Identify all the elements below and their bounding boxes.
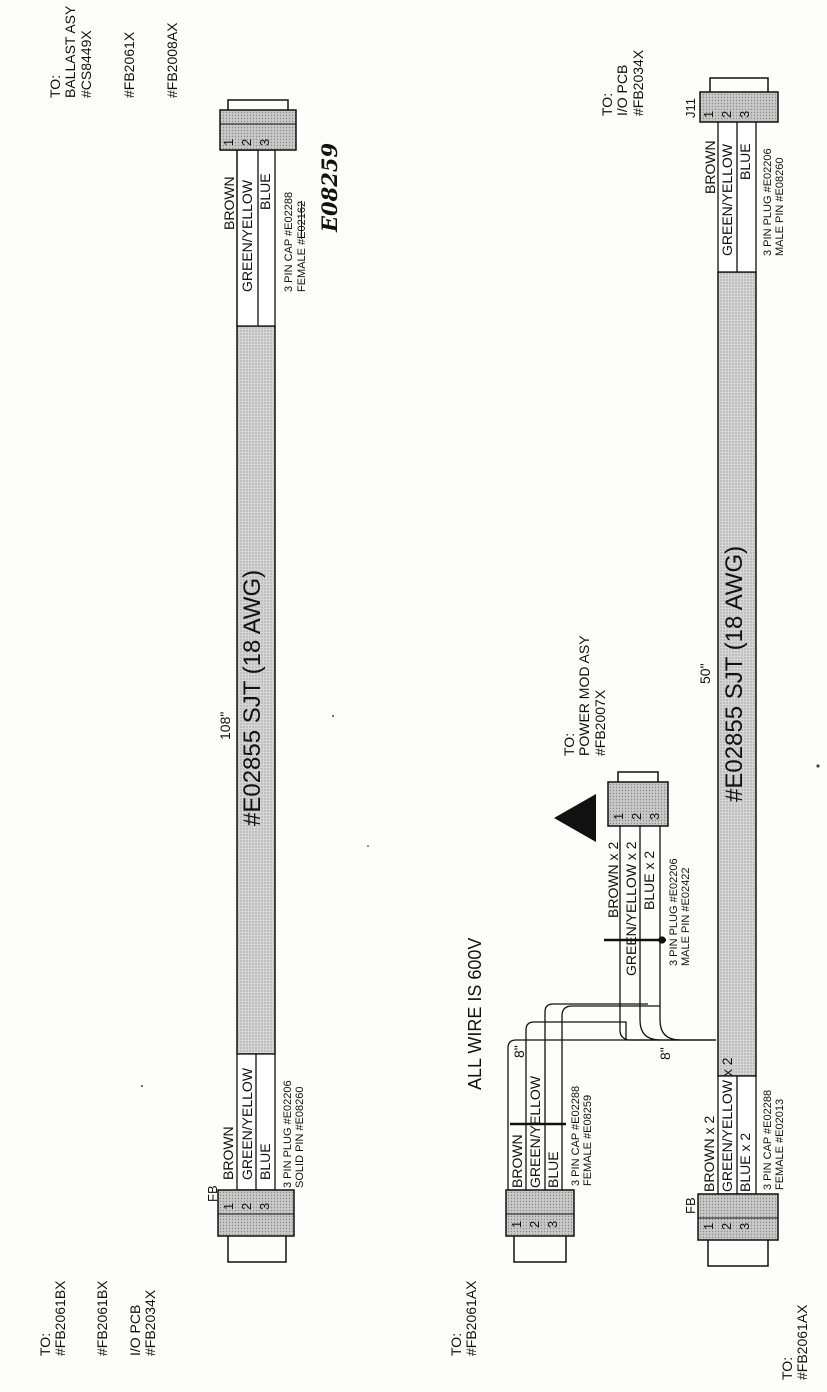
branch-b-pin-3: 3: [737, 1222, 752, 1230]
top-right-pin-3: 3: [257, 138, 272, 146]
branch-c-wire-blue: BLUE x 2: [641, 850, 657, 910]
top-right-pin-1: 1: [221, 138, 236, 146]
branch-b-to-label: TO: #FB2061AX: [779, 1304, 811, 1381]
top-left-wire-brown: BROWN: [220, 1126, 236, 1180]
branch-a-wire-green-yellow: GREEN/YELLOW: [527, 1075, 543, 1188]
top-left-to-label-3: I/O PCB #FB2034X: [127, 1289, 159, 1356]
j11-connector: [699, 77, 779, 123]
branch-c-to-label: TO: POWER MOD ASY #FB2007X: [561, 635, 608, 756]
j11-connector-tag: J11: [683, 98, 698, 118]
j11-pin-2: 2: [719, 110, 734, 118]
branch-a-part-number: 3 PIN CAP #E02288 FEMALE #E08259: [570, 1085, 595, 1186]
j11-pin-3: 3: [737, 110, 752, 118]
top-left-to-label-1: TO: #FB2061BX: [37, 1280, 69, 1357]
bottom-cable: [505, 77, 779, 1267]
top-right-pin-2: 2: [239, 138, 254, 146]
branch-c-pin-2: 2: [629, 812, 644, 820]
branch-a-pin-3: 3: [545, 1220, 560, 1228]
branch-a-connector: [505, 1189, 575, 1263]
bottom-cable-label: #E02855 SJT (18 AWG): [721, 545, 748, 802]
branch-b-wire-brown: BROWN x 2: [701, 1115, 717, 1192]
branch-b-pin-1: 1: [701, 1222, 716, 1230]
branch-b-pin-2: 2: [719, 1222, 734, 1230]
branch-b-wire-green-yellow: GREEN/YELLOW x 2: [719, 1057, 735, 1192]
top-left-pin-3: 3: [257, 1202, 272, 1210]
handwritten-part-number: E08259: [317, 142, 342, 232]
top-right-to-label-3: #FB2008AX: [164, 22, 180, 99]
branch-b-connector-tag: FB: [683, 1197, 698, 1214]
j11-part-number: 3 PIN PLUG #E02206 MALE PIN #E08260: [762, 148, 787, 256]
branch-b-wires: [717, 1075, 757, 1195]
branch-a-pin-1: 1: [509, 1220, 524, 1228]
branch-a-wire-brown: BROWN: [509, 1134, 525, 1188]
top-right-part-line2: FEMALE #E02162: [296, 200, 308, 292]
bottom-cable-length: 50": [697, 663, 713, 684]
top-left-pin-1: 1: [221, 1202, 236, 1210]
top-right-wire-green-yellow: GREEN/YELLOW: [239, 179, 255, 292]
branch-a-wire-blue: BLUE: [545, 1151, 561, 1188]
branch-c-pin-1: 1: [611, 812, 626, 820]
branch-c-part-number: 3 PIN PLUG #E02206 MALE PIN #E02422: [668, 858, 693, 966]
branch-c-wire-brown: BROWN x 2: [605, 841, 621, 918]
branch-a-pin-2: 2: [527, 1220, 542, 1228]
warning-triangle-icon: [554, 794, 596, 842]
top-left-part-number: 3 PIN PLUG #E02206 SOLID PIN #E08260: [282, 1080, 307, 1188]
top-right-to-label-2: #FB2061X: [121, 31, 137, 98]
branch-b-length: 8": [657, 1047, 673, 1060]
branch-b-connector: [697, 1193, 779, 1267]
branch-c-wire-green-yellow: GREEN/YELLOW x 2: [623, 841, 639, 976]
top-left-connector-tag: FB: [205, 1185, 220, 1202]
top-right-connector: [219, 99, 297, 151]
branch-a-length: 8": [511, 1045, 527, 1058]
j11-wire-blue: BLUE: [737, 143, 753, 180]
branch-c-pin-3: 3: [647, 812, 662, 820]
branch-b-wire-blue: BLUE x 2: [737, 1132, 753, 1192]
top-left-pin-2: 2: [239, 1202, 254, 1210]
branch-c-connector: [554, 771, 669, 842]
top-cable-label: #E02855 SJT (18 AWG): [239, 569, 266, 826]
top-right-to-label-1: TO: BALLAST ASY #CS8449X: [47, 5, 94, 98]
branch-a-to-label: TO: #FB2061AX: [448, 1280, 480, 1357]
top-right-part-line1: 3 PIN CAP #E02288: [283, 191, 295, 292]
top-left-wire-blue: BLUE: [257, 1143, 273, 1180]
bottom-right-to-label: TO: I/O PCB #FB2034X: [599, 49, 646, 116]
j11-pin-1: 1: [701, 110, 716, 118]
top-left-wire-green-yellow: GREEN/YELLOW: [239, 1067, 255, 1180]
top-right-wire-blue: BLUE: [257, 173, 273, 210]
top-left-to-label-2: #FB2061BX: [94, 1280, 110, 1357]
j11-wire-brown: BROWN: [702, 140, 718, 194]
top-left-connector: [217, 1189, 295, 1263]
top-right-wire-brown: BROWN: [221, 176, 237, 230]
scan-specks: [141, 715, 820, 1087]
top-cable-jacket: [236, 325, 276, 1055]
top-left-wires: [236, 1053, 276, 1191]
branch-c-wires: [604, 826, 716, 1041]
j11-wire-green-yellow: GREEN/YELLOW: [719, 143, 735, 256]
voltage-note: ALL WIRE IS 600V: [465, 937, 485, 1090]
top-right-wires: [220, 149, 276, 327]
branch-a-wires: [507, 1003, 716, 1190]
branch-b-part-number: 3 PIN CAP #E02288 FEMALE #E02013: [762, 1089, 787, 1190]
top-cable-length: 108": [217, 711, 233, 740]
top-cable: [217, 99, 297, 1263]
